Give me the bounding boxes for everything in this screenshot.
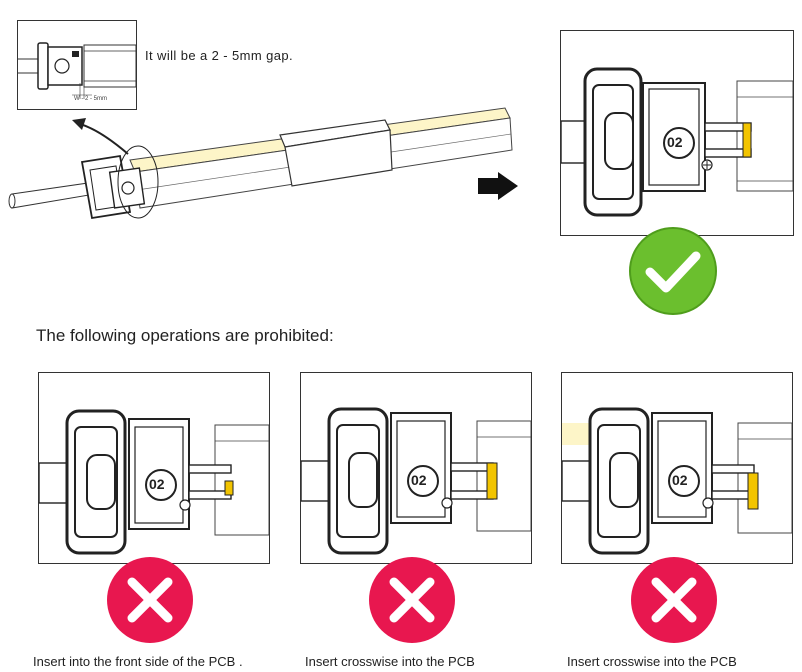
correct-example-frame: 02: [560, 30, 794, 236]
connector-code-label: 02: [672, 472, 688, 488]
cross-icon: [106, 556, 194, 644]
arrow-right-icon: [478, 172, 518, 200]
gap-detail-inset: W - 2 - 5mm: [17, 20, 137, 110]
prohibited-example-3: 02: [561, 372, 793, 564]
assembly-illustration: [8, 107, 518, 220]
prohibited-example-1: 02: [38, 372, 270, 564]
prohibited-example-2: 02: [300, 372, 532, 564]
gap-dimension-label: W - 2 - 5mm: [74, 96, 107, 102]
caption-crosswise-2: Insert crosswise into the PCB: [567, 654, 737, 669]
gap-note: It will be a 2 - 5mm gap.: [145, 48, 293, 63]
cross-icon: [368, 556, 456, 644]
connector-code-label: 02: [149, 476, 165, 492]
caption-crosswise-1: Insert crosswise into the PCB: [305, 654, 475, 669]
caption-front-side: Insert into the front side of the PCB .: [33, 654, 243, 669]
cross-icon: [630, 556, 718, 644]
connector-code-label: 02: [667, 134, 683, 150]
connector-code-label: 02: [411, 472, 427, 488]
checkmark-icon: [628, 226, 718, 316]
prohibited-heading: The following operations are prohibited:: [36, 326, 334, 345]
